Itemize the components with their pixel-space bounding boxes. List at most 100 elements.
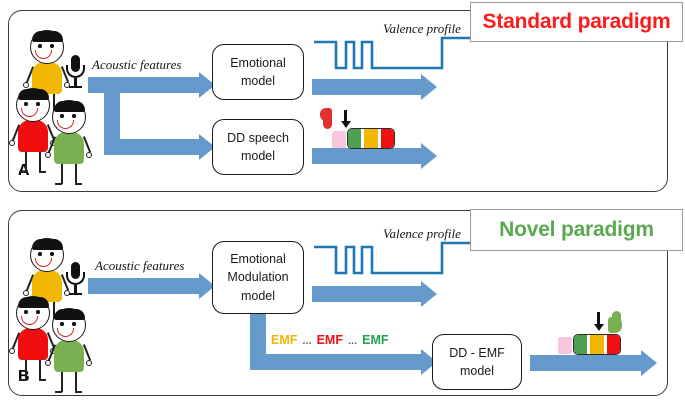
panel-a-frame bbox=[8, 10, 668, 192]
arrow-acoustic-b bbox=[88, 278, 200, 294]
hair bbox=[17, 297, 49, 308]
arm-right bbox=[82, 136, 91, 153]
model-line-2: model bbox=[240, 74, 276, 88]
foot-right bbox=[75, 391, 82, 393]
gauge-b bbox=[573, 334, 621, 355]
eye-left bbox=[24, 102, 28, 106]
acoustic-features-label-a: Acoustic features bbox=[92, 57, 182, 72]
shirt bbox=[18, 328, 48, 360]
foot-left bbox=[19, 171, 26, 173]
gauge-segment-yellow bbox=[590, 335, 604, 354]
emf-ellipsis-1: ... bbox=[302, 335, 312, 347]
gauge-prefix-b bbox=[558, 337, 572, 354]
gauge-gap-2 bbox=[603, 335, 607, 354]
foot-left bbox=[19, 379, 26, 381]
leg-left bbox=[25, 150, 27, 172]
emf-sequence-b: EMF ... EMF ... EMF bbox=[271, 333, 389, 347]
foot-left bbox=[55, 391, 62, 393]
gauge-segment-green bbox=[348, 129, 362, 148]
hand-left bbox=[23, 290, 29, 296]
leg-left bbox=[61, 162, 63, 184]
leg-left bbox=[25, 358, 27, 380]
hair bbox=[53, 101, 85, 112]
arrow-emf-vertical-b bbox=[250, 310, 266, 362]
gauge-segment-red bbox=[606, 335, 620, 354]
microphone-icon-a bbox=[66, 55, 86, 89]
model-line-3: model bbox=[240, 288, 276, 303]
panel-b-frame bbox=[8, 210, 668, 396]
model-box-emotional-a[interactable]: Emotional model bbox=[212, 44, 304, 100]
panel-b-label: B bbox=[18, 368, 30, 385]
leg-left bbox=[61, 370, 63, 392]
gauge-a bbox=[347, 128, 395, 149]
eye-left bbox=[38, 252, 42, 256]
eye-left bbox=[60, 114, 64, 118]
hand-right bbox=[64, 82, 70, 88]
emf-token-2: EMF bbox=[316, 333, 343, 347]
foot-right bbox=[39, 171, 46, 173]
valence-profile-label-a: Valence profile bbox=[383, 21, 461, 36]
arrow-output-bottom-head-a bbox=[421, 143, 437, 169]
arrow-output-valence-b bbox=[312, 286, 422, 302]
arrow-output-final-head-b bbox=[641, 350, 657, 376]
hand-left bbox=[9, 348, 15, 354]
down-arrow-icon-a-head bbox=[340, 121, 351, 128]
eye-right bbox=[36, 102, 40, 106]
thumbs-down-icon-a bbox=[320, 108, 342, 130]
eye-right bbox=[50, 44, 54, 48]
arrow-output-top-a bbox=[312, 79, 422, 95]
microphone-icon-b bbox=[66, 262, 86, 296]
hand-right bbox=[86, 360, 92, 366]
valence-waveform-a bbox=[314, 36, 474, 70]
model-line-1: DD speech bbox=[227, 130, 289, 145]
panel-a-label: A bbox=[18, 162, 30, 180]
hair bbox=[31, 31, 63, 42]
shirt bbox=[54, 340, 84, 372]
emf-token-1: EMF bbox=[271, 333, 298, 347]
leg-right bbox=[75, 370, 77, 392]
arrow-emf-horizontal-b bbox=[250, 354, 422, 370]
leg-right bbox=[39, 358, 41, 380]
eye-right bbox=[72, 322, 76, 326]
acoustic-features-label-b: Acoustic features bbox=[95, 258, 185, 273]
arrow-output-final-b bbox=[530, 355, 642, 371]
hand-left bbox=[45, 360, 51, 366]
model-box-dd-speech-a[interactable]: DD speech model bbox=[212, 119, 304, 175]
gauge-prefix-a bbox=[332, 131, 346, 148]
leg-right bbox=[39, 150, 41, 172]
hair bbox=[53, 309, 85, 320]
title-novel-paradigm: Novel paradigm bbox=[470, 209, 683, 251]
gauge-gap-1 bbox=[361, 129, 365, 148]
model-line-1: DD - EMF bbox=[449, 345, 505, 360]
model-line-1: Emotional bbox=[230, 252, 286, 267]
hand-left bbox=[9, 140, 15, 146]
down-arrow-icon-b-shaft bbox=[597, 312, 600, 325]
eye-left bbox=[24, 310, 28, 314]
down-arrow-icon-b-head bbox=[593, 324, 604, 331]
title-standard-paradigm: Standard paradigm bbox=[470, 2, 683, 42]
hair bbox=[31, 239, 63, 250]
leg-right bbox=[75, 162, 77, 184]
gauge-segment-green bbox=[574, 335, 588, 354]
eye-left bbox=[60, 322, 64, 326]
gauge-segment-yellow bbox=[364, 129, 378, 148]
hand-left bbox=[45, 152, 51, 158]
arrow-acoustic-bottom-head-a bbox=[199, 134, 215, 160]
model-line-2: model bbox=[240, 149, 276, 163]
hand-left bbox=[23, 82, 29, 88]
eye-right bbox=[50, 252, 54, 256]
model-box-emotional-modulation-b[interactable]: Emotional Modulation model bbox=[212, 241, 304, 314]
hair bbox=[17, 89, 49, 100]
gauge-gap-1 bbox=[587, 335, 591, 354]
gauge-gap-2 bbox=[377, 129, 381, 148]
arrow-output-top-head-a bbox=[421, 74, 437, 100]
arrow-output-valence-head-b bbox=[421, 281, 437, 307]
model-box-dd-emf-b[interactable]: DD - EMF model bbox=[432, 334, 522, 390]
foot-left bbox=[55, 183, 62, 185]
foot-right bbox=[39, 379, 46, 381]
model-line-2: model bbox=[459, 364, 495, 378]
eye-left bbox=[38, 44, 42, 48]
down-arrow-icon-a-shaft bbox=[344, 110, 347, 122]
emf-token-3: EMF bbox=[362, 333, 389, 347]
